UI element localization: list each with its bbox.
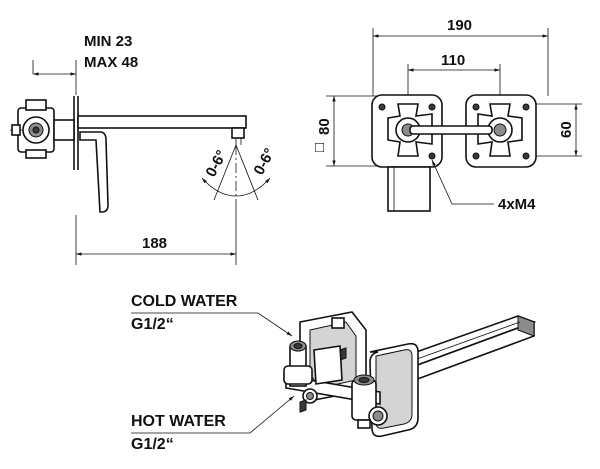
- hot-water-thread: G1/2“: [131, 436, 174, 453]
- spout-side: [77, 115, 247, 145]
- valve-body-side: [10, 99, 75, 159]
- valve-assembly-iso: [283, 340, 388, 429]
- depth-dimension: [32, 60, 77, 95]
- depth-max-label: MAX 48: [84, 54, 138, 71]
- hot-water-leader: [131, 395, 295, 434]
- projection-label: 188: [142, 235, 167, 252]
- lever-front: [409, 125, 493, 135]
- front-view: 190 110 80 □ 60: [315, 17, 582, 213]
- width-label: 190: [447, 17, 472, 34]
- spout-iso: [385, 315, 537, 386]
- inner-height-label: 60: [558, 121, 575, 138]
- inner-height-dimension: [528, 103, 582, 157]
- cold-water-leader: [131, 312, 293, 337]
- angle-right-label: 0-6°: [251, 145, 279, 177]
- height-dimension: [326, 95, 378, 167]
- isometric-view: COLD WATER G1/2“ HOT WATER G1/2“: [131, 293, 537, 453]
- hot-water-label: HOT WATER: [131, 413, 226, 430]
- screws-label: 4xM4: [498, 196, 536, 213]
- hot-handle-front: [477, 103, 523, 157]
- height-label: 80: [316, 118, 333, 135]
- cold-water-thread: G1/2“: [131, 316, 174, 333]
- width-dimension: [372, 28, 549, 96]
- lever-handle-side: [79, 131, 109, 213]
- cold-water-label: COLD WATER: [131, 293, 238, 310]
- angle-left-label: 0-6°: [203, 147, 231, 179]
- depth-min-label: MIN 23: [84, 33, 132, 50]
- centers-label: 110: [441, 52, 465, 69]
- angle-dimension: [201, 144, 271, 205]
- projection-dimension: [75, 205, 237, 265]
- screw-icons: [378, 103, 530, 160]
- spout-front: [387, 166, 431, 212]
- side-view: MIN 23 MAX 48: [10, 33, 279, 265]
- square-symbol: □: [315, 139, 324, 156]
